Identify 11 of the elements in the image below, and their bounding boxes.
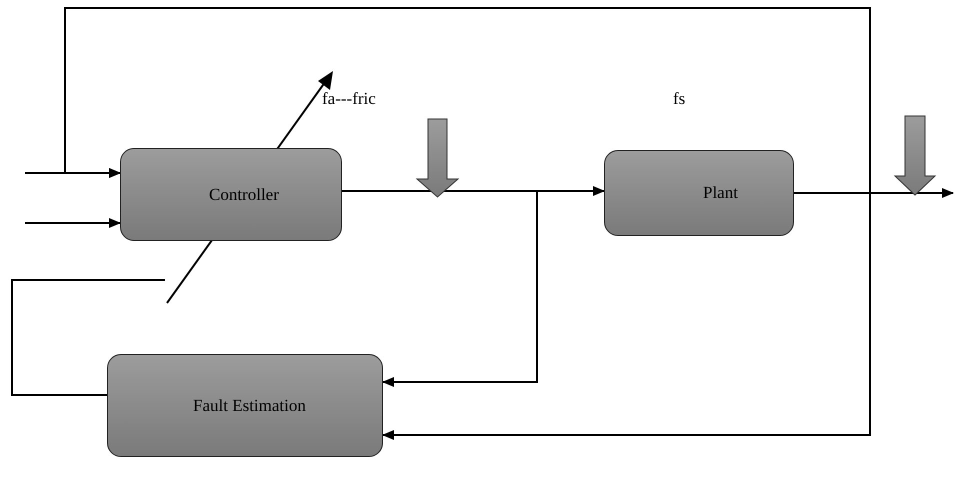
process-box (604, 150, 794, 236)
box-label: Controller (209, 184, 279, 206)
box-label: Plant (703, 182, 738, 204)
signal-label: fs (673, 88, 686, 110)
signal-label: fa---fric (322, 88, 376, 110)
box-label: Fault Estimation (193, 394, 306, 417)
arrow (382, 192, 871, 440)
process-box (120, 148, 342, 241)
arrow (25, 218, 121, 228)
process-box (107, 354, 383, 457)
arrow (64, 7, 871, 194)
